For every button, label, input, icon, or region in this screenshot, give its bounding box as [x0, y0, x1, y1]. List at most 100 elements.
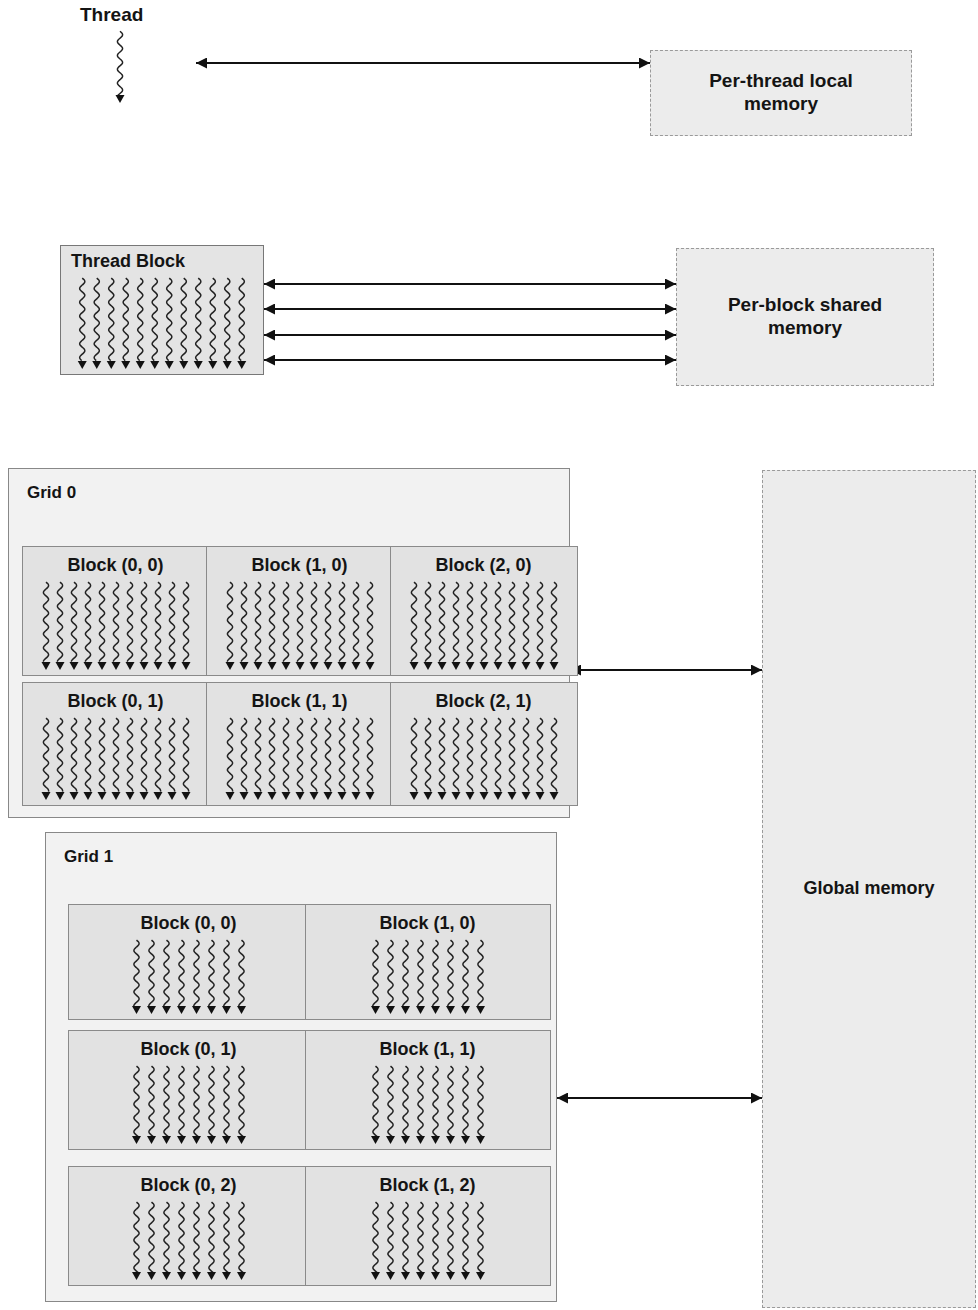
thread-arrowhead [549, 792, 558, 800]
node-title: Grid 0 [27, 483, 569, 503]
node-title: Thread Block [71, 251, 263, 273]
block-box: Block (0, 0) [22, 546, 210, 676]
thread-squiggle [453, 718, 458, 792]
thread-squiggle [509, 718, 514, 792]
thread-squiggle [167, 278, 172, 361]
block-box: Block (2, 0) [390, 546, 578, 676]
thread-arrowhead [295, 792, 304, 800]
thread-arrowhead [476, 1006, 485, 1014]
block-label: Block (1, 1) [207, 691, 393, 713]
thread-arrowhead [162, 1136, 171, 1144]
block-label: Block (1, 2) [306, 1175, 550, 1197]
thread-squiggle [141, 582, 146, 662]
thread-squiggle [537, 718, 542, 792]
thread-squiggle [447, 940, 452, 1006]
thread-arrowhead [177, 1272, 186, 1280]
thread-squiggle [43, 718, 48, 792]
thread-arrowhead [479, 792, 488, 800]
thread-squiggle [133, 940, 138, 1006]
thread-squiggle [387, 1202, 392, 1273]
thread-arrowhead [386, 1272, 395, 1280]
thread-arrowhead [139, 792, 148, 800]
thread-arrowhead [55, 792, 64, 800]
thread-arrowhead [465, 792, 474, 800]
thread-arrowhead [237, 1272, 246, 1280]
thread-arrowhead [401, 1136, 410, 1144]
thread-squiggle [311, 582, 316, 662]
thread-squiggle [537, 582, 542, 662]
thread-squiggle [133, 1202, 138, 1273]
block-label: Block (1, 0) [306, 913, 550, 935]
thread-squiggle [117, 31, 122, 96]
thread-arrowhead [479, 662, 488, 670]
thread-squiggle [477, 1202, 482, 1273]
thread-arrowhead [237, 361, 246, 369]
thread-arrowhead [194, 361, 203, 369]
thread-arrowhead [507, 662, 516, 670]
thread-arrowhead [267, 662, 276, 670]
thread-arrowhead [225, 662, 234, 670]
thread-arrowhead [167, 662, 176, 670]
thread-arrowhead [423, 792, 432, 800]
thread-arrowhead [386, 1006, 395, 1014]
thread-squiggle [255, 582, 260, 662]
memory-access-arrow [264, 283, 676, 285]
thread-squiggle [432, 940, 437, 1006]
thread-squiggle [152, 278, 157, 361]
thread-arrowhead [281, 792, 290, 800]
thread-arrowhead [165, 361, 174, 369]
thread-arrowhead [147, 1136, 156, 1144]
thread-arrowhead [409, 792, 418, 800]
block-box: Block (1, 0) [206, 546, 394, 676]
thread-squiggle [447, 1066, 452, 1137]
block-label: Block (0, 1) [23, 691, 209, 713]
thread-arrowhead [401, 1272, 410, 1280]
thread-arrowhead [323, 792, 332, 800]
thread-squiggle [417, 1066, 422, 1137]
block-label: Block (1, 1) [306, 1039, 550, 1061]
thread-arrowhead [461, 1006, 470, 1014]
thread-squiggle [181, 278, 186, 361]
thread-squiggle [477, 940, 482, 1006]
block-box: Block (1, 0) [305, 904, 551, 1020]
thread-arrowhead [177, 1006, 186, 1014]
thread-squiggle [353, 582, 358, 662]
thread-arrowhead [295, 662, 304, 670]
thread-squiggle [402, 1202, 407, 1273]
thread-squiggle [169, 718, 174, 792]
thread-squiggle [339, 718, 344, 792]
block-label: Block (0, 0) [69, 913, 309, 935]
thread-squiggle [372, 1066, 377, 1137]
thread-arrowhead [222, 1136, 231, 1144]
thread-squiggle [462, 1066, 467, 1137]
thread-squiggle [183, 718, 188, 792]
memory-access-arrow [264, 359, 676, 361]
thread-squiggle [223, 940, 228, 1006]
thread-arrowhead [69, 662, 78, 670]
block-box: Block (0, 0) [68, 904, 310, 1020]
thread-squiggle [417, 1202, 422, 1273]
thread-squiggle [148, 1066, 153, 1137]
thread-squiggle [325, 582, 330, 662]
thread-arrowhead [423, 662, 432, 670]
grid-box: Grid 0Block (0, 0)Block (1, 0)Block (2, … [8, 468, 570, 818]
memory-access-arrow [264, 308, 676, 310]
thread-squiggle [495, 718, 500, 792]
thread-arrowhead [431, 1272, 440, 1280]
thread-squiggle [163, 1202, 168, 1273]
thread-squiggle [155, 582, 160, 662]
thread-squiggle [447, 1202, 452, 1273]
grid-box: Grid 1Block (0, 0)Block (1, 0)Block (0, … [45, 832, 557, 1302]
block-label: Block (0, 2) [69, 1175, 309, 1197]
thread-arrowhead [323, 662, 332, 670]
thread-squiggle [238, 1066, 243, 1137]
thread-squiggle [432, 1202, 437, 1273]
thread-squiggle [481, 582, 486, 662]
thread-arrowhead [253, 662, 262, 670]
thread-squiggle [241, 582, 246, 662]
thread-arrowhead [371, 1136, 380, 1144]
thread-arrowhead [409, 662, 418, 670]
thread-arrowhead [83, 662, 92, 670]
thread-arrowhead [365, 792, 374, 800]
block-label: Block (0, 0) [23, 555, 209, 577]
